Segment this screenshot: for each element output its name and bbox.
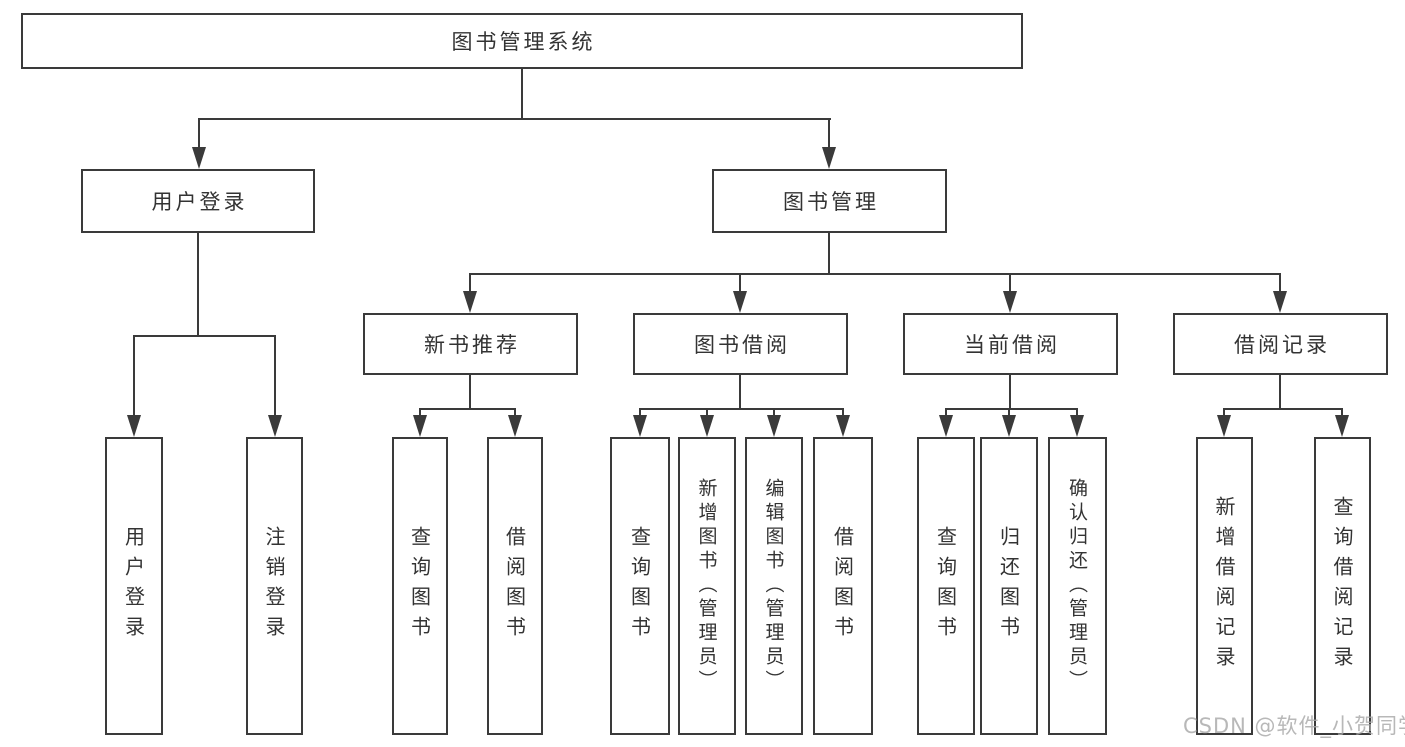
connector-line [1076, 408, 1078, 417]
connector-line [1008, 408, 1010, 417]
node-user-login: 用户登录 [81, 169, 315, 233]
arrow-down-icon [463, 291, 477, 313]
connector-line [133, 335, 135, 417]
leaf-logout: 注销登录 [246, 437, 303, 735]
arrow-down-icon [1273, 291, 1287, 313]
connector-line [828, 118, 830, 149]
leaf-borrow-books-2: 借阅图书 [813, 437, 873, 735]
arrow-down-icon [413, 415, 427, 437]
leaf-return-books: 归还图书 [980, 437, 1038, 735]
leaf-query-books-2: 查询图书 [610, 437, 670, 735]
arrow-down-icon [939, 415, 953, 437]
arrow-down-icon [127, 415, 141, 437]
connector-line [198, 118, 200, 149]
connector-line [1009, 273, 1011, 293]
connector-line [739, 273, 741, 293]
connector-line [514, 408, 516, 417]
leaf-user-login: 用户登录 [105, 437, 163, 735]
arrow-down-icon [633, 415, 647, 437]
connector-line [1223, 408, 1225, 417]
leaf-add-borrow-record: 新增借阅记录 [1196, 437, 1253, 735]
arrow-down-icon [268, 415, 282, 437]
leaf-confirm-return-admin: 确认归还（管理员） [1048, 437, 1107, 735]
leaf-query-books-1: 查询图书 [392, 437, 448, 735]
connector-line [419, 408, 421, 417]
connector-line [639, 408, 641, 417]
leaf-edit-books-admin: 编辑图书（管理员） [745, 437, 803, 735]
leaf-borrow-books-1: 借阅图书 [487, 437, 543, 735]
arrow-down-icon [700, 415, 714, 437]
arrow-down-icon [822, 147, 836, 169]
leaf-query-books-3: 查询图书 [917, 437, 975, 735]
connector-line [828, 233, 830, 273]
arrow-down-icon [1070, 415, 1084, 437]
connector-line [133, 335, 276, 337]
connector-line [469, 375, 471, 408]
node-current-borrowing: 当前借阅 [903, 313, 1118, 375]
arrow-down-icon [1003, 291, 1017, 313]
arrow-down-icon [1217, 415, 1231, 437]
connector-line [274, 335, 276, 417]
arrow-down-icon [192, 147, 206, 169]
node-book-management: 图书管理 [712, 169, 947, 233]
node-new-book-recommend: 新书推荐 [363, 313, 578, 375]
connector-line [706, 408, 708, 417]
connector-line [739, 375, 741, 408]
connector-line [469, 273, 1281, 275]
watermark-text: CSDN @软件_小贺同学 [1183, 714, 1405, 738]
arrow-down-icon [733, 291, 747, 313]
node-library-system: 图书管理系统 [21, 13, 1023, 69]
connector-line [1341, 408, 1343, 417]
connector-line [773, 408, 775, 417]
arrow-down-icon [1335, 415, 1349, 437]
connector-line [469, 273, 471, 293]
arrow-down-icon [1002, 415, 1016, 437]
connector-line [197, 233, 199, 335]
node-book-borrowing: 图书借阅 [633, 313, 848, 375]
connector-line [842, 408, 844, 417]
leaf-query-borrow-record: 查询借阅记录 [1314, 437, 1371, 735]
connector-line [1279, 375, 1281, 408]
node-borrowing-records: 借阅记录 [1173, 313, 1388, 375]
arrow-down-icon [508, 415, 522, 437]
leaf-add-books-admin: 新增图书（管理员） [678, 437, 736, 735]
connector-line [1279, 273, 1281, 293]
connector-line [198, 118, 831, 120]
connector-line [1009, 375, 1011, 408]
connector-line [639, 408, 844, 410]
connector-line [521, 69, 523, 118]
connector-line [945, 408, 947, 417]
connector-line [1223, 408, 1343, 410]
arrow-down-icon [836, 415, 850, 437]
connector-line [419, 408, 516, 410]
connector-line [945, 408, 1078, 410]
arrow-down-icon [767, 415, 781, 437]
